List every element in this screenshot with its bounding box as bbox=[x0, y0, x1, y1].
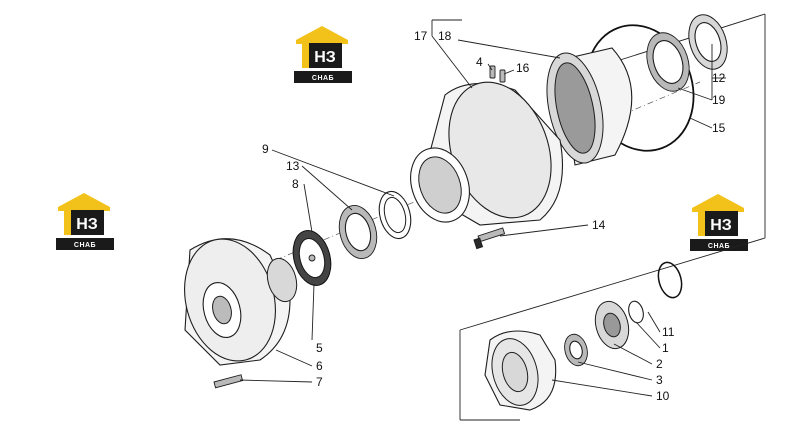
callout-labels: 17 18 4 16 12 19 15 9 13 8 14 11 1 2 3 1… bbox=[262, 29, 726, 403]
seal-cup-8 bbox=[292, 230, 332, 286]
callout-3: 3 bbox=[656, 373, 663, 387]
logo-band bbox=[690, 239, 748, 251]
leader-4 bbox=[487, 63, 493, 71]
callout-15: 15 bbox=[712, 121, 726, 135]
leader-15 bbox=[689, 117, 713, 129]
logo-plate bbox=[705, 211, 738, 236]
logo-plate bbox=[309, 43, 342, 68]
leader-14 bbox=[499, 224, 589, 237]
callout-10: 10 bbox=[656, 389, 670, 403]
bearing-13 bbox=[338, 205, 378, 259]
logo-band bbox=[294, 71, 352, 83]
hub-housing-17 bbox=[410, 81, 563, 226]
leader-19 bbox=[677, 87, 713, 101]
snap-ring-11 bbox=[657, 261, 683, 299]
leader-6 bbox=[275, 349, 313, 367]
callout-13: 13 bbox=[286, 159, 300, 173]
leader-17 bbox=[431, 35, 473, 89]
leader-10 bbox=[551, 379, 653, 397]
logo-letters: НЗ bbox=[710, 217, 732, 234]
callout-17: 17 bbox=[414, 29, 428, 43]
planet-carrier-10 bbox=[484, 330, 557, 411]
wheel-stud-7 bbox=[213, 374, 244, 389]
logo-letters: НЗ bbox=[314, 49, 336, 66]
leader-3 bbox=[577, 361, 653, 381]
logo-band bbox=[56, 238, 114, 250]
leader-16 bbox=[503, 69, 515, 75]
lock-nut-12 bbox=[688, 14, 728, 70]
leader-5 bbox=[311, 283, 315, 341]
leader-lines bbox=[239, 19, 726, 397]
logo-roof bbox=[296, 26, 348, 44]
callout-16: 16 bbox=[516, 61, 530, 75]
company-logo: НЗ СНАБ bbox=[56, 193, 114, 250]
callout-2: 2 bbox=[656, 357, 663, 371]
callout-5: 5 bbox=[316, 341, 323, 355]
frame-lines bbox=[459, 13, 766, 421]
logo-roof bbox=[58, 193, 110, 211]
frame-line-bottom bbox=[459, 237, 766, 331]
wheel-hub-6 bbox=[184, 238, 298, 366]
company-logo: НЗ СНАБ bbox=[294, 26, 352, 83]
callout-8: 8 bbox=[292, 177, 299, 191]
leader-7 bbox=[239, 379, 313, 383]
callout-12: 12 bbox=[712, 71, 726, 85]
callout-19: 19 bbox=[712, 93, 726, 107]
callout-9: 9 bbox=[262, 142, 269, 156]
bolt-14 bbox=[473, 227, 506, 250]
company-logo: НЗ СНАБ bbox=[690, 194, 748, 251]
bearing-19 bbox=[646, 32, 690, 92]
callout-7: 7 bbox=[316, 375, 323, 389]
ring-gear-18 bbox=[546, 47, 633, 166]
leader-18 bbox=[457, 39, 561, 59]
callout-11: 11 bbox=[662, 325, 675, 339]
callout-1: 1 bbox=[662, 341, 669, 355]
callout-6: 6 bbox=[316, 359, 323, 373]
logo-subtitle: СНАБ bbox=[312, 75, 334, 82]
seal-ring-9 bbox=[378, 190, 412, 240]
sun-gear-2 bbox=[594, 300, 630, 350]
callout-14: 14 bbox=[592, 218, 606, 232]
callout-18: 18 bbox=[438, 29, 452, 43]
logo-subtitle: СНАБ bbox=[708, 243, 730, 250]
plug-16 bbox=[499, 69, 506, 83]
callout-4: 4 bbox=[476, 55, 483, 69]
leader-2 bbox=[613, 343, 653, 365]
leader-13 bbox=[301, 165, 353, 211]
logo-roof bbox=[692, 194, 744, 212]
leader-11 bbox=[647, 311, 661, 333]
washer-1 bbox=[628, 300, 644, 324]
leader-8 bbox=[303, 183, 313, 233]
logo-plate bbox=[71, 210, 104, 235]
spacer-3 bbox=[564, 333, 588, 367]
logo-subtitle: СНАБ bbox=[74, 242, 96, 249]
leader-9 bbox=[271, 149, 395, 197]
logo-letters: НЗ bbox=[76, 216, 98, 233]
leader-1 bbox=[635, 321, 661, 349]
